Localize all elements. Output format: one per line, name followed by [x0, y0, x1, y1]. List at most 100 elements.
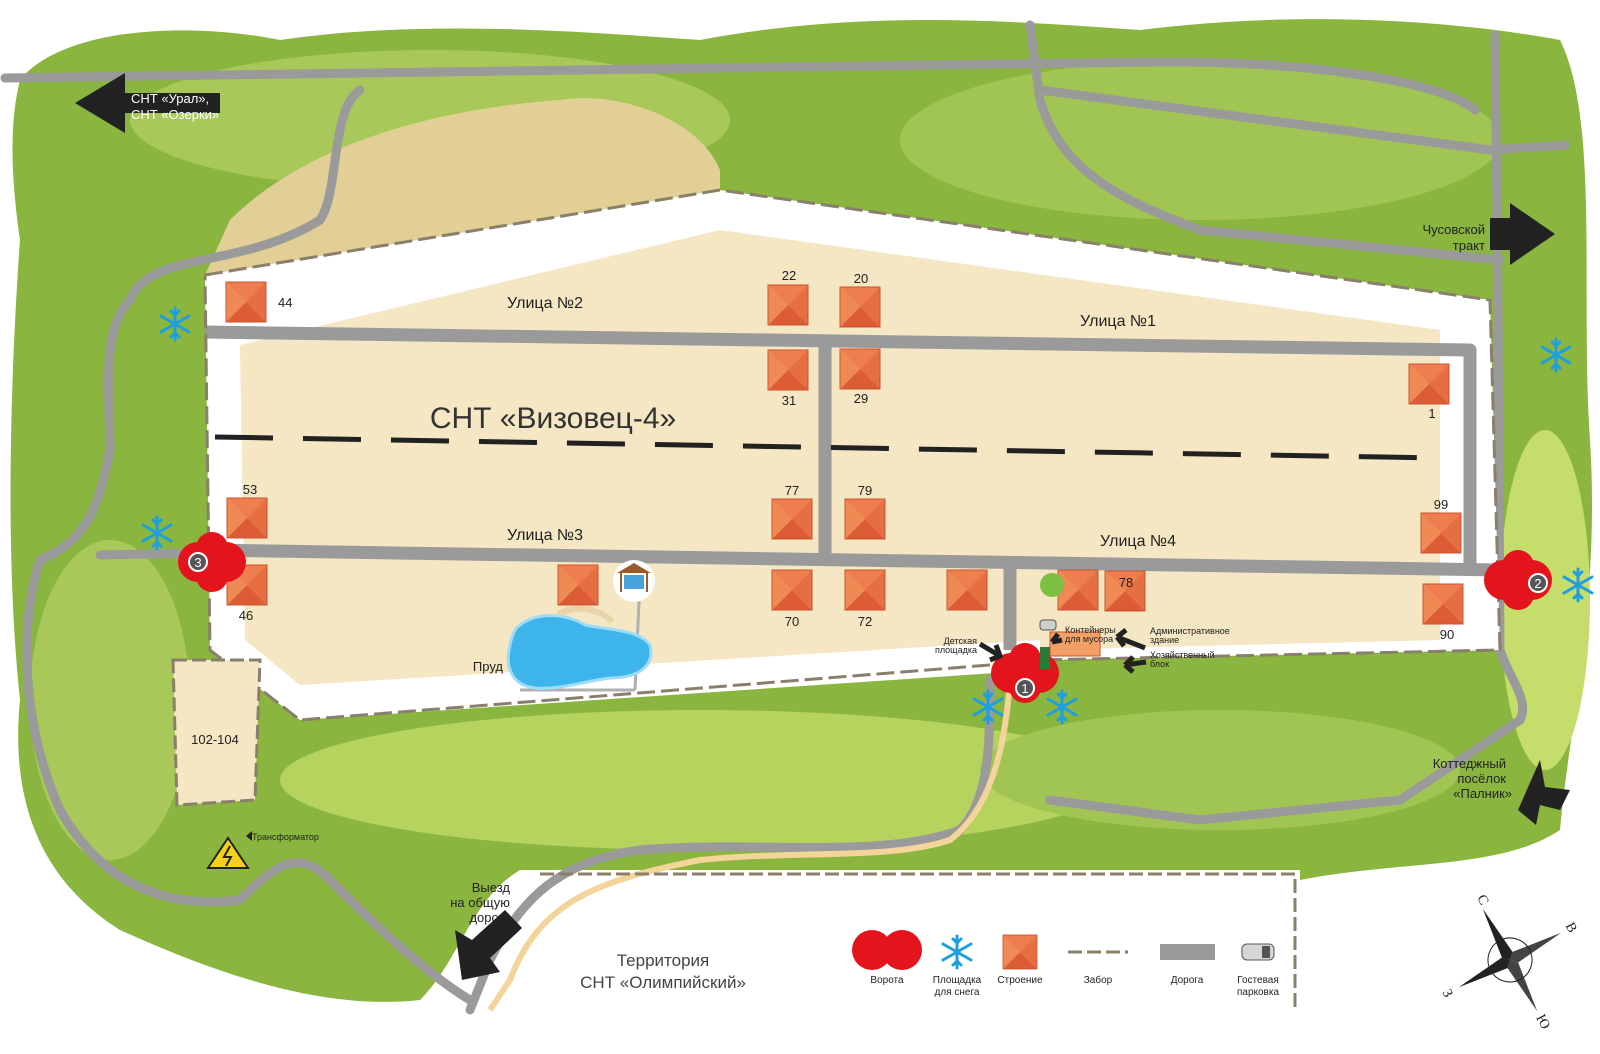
transformer-label: Трансформатор — [252, 832, 319, 842]
direction-exit-1: Выезд — [472, 880, 511, 895]
fence-olimpiysky — [540, 872, 1297, 1010]
admin-label-1: Административное — [1150, 626, 1230, 636]
plot-number: 1 — [1428, 406, 1435, 421]
house-70 — [771, 569, 813, 611]
house-72 — [844, 569, 886, 611]
admin-label-2: здание — [1150, 635, 1179, 645]
direction-exit-3: дорогу — [469, 910, 510, 925]
sand-strip — [205, 98, 720, 275]
pond — [506, 614, 653, 690]
plot-number: 29 — [854, 391, 868, 406]
grass-patch — [1500, 430, 1590, 770]
house-31 — [767, 349, 809, 391]
gate-1[interactable]: 1 — [991, 643, 1059, 703]
legend-road: Дорога — [1160, 944, 1215, 986]
containers-label-2: для мусора — [1065, 634, 1113, 644]
house-79 — [844, 498, 886, 540]
pointer-arrows — [978, 628, 1147, 674]
house-gate — [946, 569, 988, 611]
plot-number: 53 — [243, 482, 257, 497]
gate-number: 2 — [1534, 576, 1541, 591]
sand-path — [487, 679, 1013, 1012]
plot-number: 90 — [1440, 627, 1454, 642]
house-22 — [767, 284, 809, 326]
pond-label: Пруд — [473, 659, 503, 674]
legend-building: Строение — [997, 934, 1043, 986]
containers-label-1: Контейнеры — [1065, 625, 1116, 635]
legend-road-label: Дорога — [1171, 975, 1204, 986]
gate-2[interactable]: 2 — [1484, 550, 1552, 610]
parking-car-icon — [1039, 619, 1057, 631]
plot-number: 70 — [785, 614, 799, 629]
trash-container-icon — [1040, 647, 1050, 669]
territory-label-1: Территория — [617, 951, 710, 970]
direction-chusovskoy-2: тракт — [1453, 238, 1485, 253]
legend-snow-label-1: Площадка — [933, 975, 982, 986]
plot-number: 102-104 — [191, 732, 239, 747]
direction-cottage-1: Коттеджный — [1433, 756, 1506, 771]
legend-snow-label-2: для снега — [935, 987, 980, 998]
street-label-1: Улица №1 — [1080, 313, 1156, 330]
house-77 — [771, 498, 813, 540]
street-label-2: Улица №2 — [507, 295, 583, 312]
house-53 — [226, 497, 268, 539]
plot-number: 44 — [278, 295, 292, 310]
territory-label-2: СНТ «Олимпийский» — [580, 973, 746, 992]
street-label-4: Улица №4 — [1100, 533, 1176, 550]
direction-cottage-2: посёлок — [1457, 771, 1506, 786]
plot-number: 72 — [858, 614, 872, 629]
legend-gate: Ворота — [852, 930, 922, 986]
legend-snow: Площадка для снега — [933, 934, 982, 998]
utility-label-1: Хозяйственный — [1150, 650, 1215, 660]
plot-number: 20 — [854, 271, 868, 286]
legend-building-label: Строение — [997, 975, 1043, 986]
grass-patch — [280, 710, 1120, 850]
plot-number: 99 — [1434, 497, 1448, 512]
outer-roads — [0, 20, 1570, 1015]
transformer-warning-icon — [206, 836, 250, 869]
plot-number: 79 — [858, 483, 872, 498]
plot-number: 78 — [1119, 575, 1133, 590]
pond-shore — [556, 605, 615, 625]
direction-ural-1: СНТ «Урал», — [131, 91, 209, 106]
plot-number: 46 — [239, 608, 253, 623]
inner-roads — [204, 325, 1501, 650]
direction-exit-2: на общую — [450, 895, 510, 910]
grass-patch — [30, 540, 190, 860]
tree-icon — [1040, 573, 1064, 597]
grass-patch — [980, 710, 1460, 830]
playground-label-2: площадка — [935, 645, 977, 655]
direction-ural-2: СНТ «Озерки» — [131, 107, 219, 122]
house-29 — [839, 348, 881, 390]
utility-label-2: блок — [1150, 659, 1169, 669]
gate-number: 3 — [194, 555, 201, 570]
house-icon — [1002, 934, 1038, 970]
gate-3[interactable]: 3 — [178, 532, 246, 592]
legend-gate-label: Ворота — [870, 975, 904, 986]
boundary-line — [214, 434, 1441, 461]
plot-number: 31 — [782, 393, 796, 408]
legend: Ворота Площадка для снега Строение Забор… — [852, 930, 1279, 998]
house-pond — [557, 564, 599, 606]
house-99 — [1420, 512, 1462, 554]
direction-cottage-3: «Палник» — [1453, 786, 1512, 801]
legend-parking-label-2: парковка — [1237, 987, 1279, 998]
gate-number: 1 — [1021, 681, 1028, 696]
playground-label-1: Детская — [944, 636, 977, 646]
compass-south: Ю — [1532, 1012, 1552, 1032]
house-44 — [225, 281, 267, 323]
map-title: СНТ «Визовец-4» — [430, 402, 676, 435]
house-1 — [1408, 363, 1450, 405]
plot-number: 22 — [782, 268, 796, 283]
direction-chusovskoy-1: Чусовской — [1423, 222, 1485, 237]
grass-patch — [900, 60, 1500, 220]
legend-fence-label: Забор — [1084, 974, 1113, 986]
street-label-3: Улица №3 — [507, 527, 583, 544]
compass-rose-icon: С Ю З В — [1439, 892, 1580, 1032]
legend-parking-label-1: Гостевая — [1237, 975, 1279, 986]
legend-fence: Забор — [1068, 950, 1128, 986]
legend-parking: Гостевая парковка — [1237, 943, 1279, 998]
house-20 — [839, 286, 881, 328]
well-icon — [613, 560, 655, 602]
